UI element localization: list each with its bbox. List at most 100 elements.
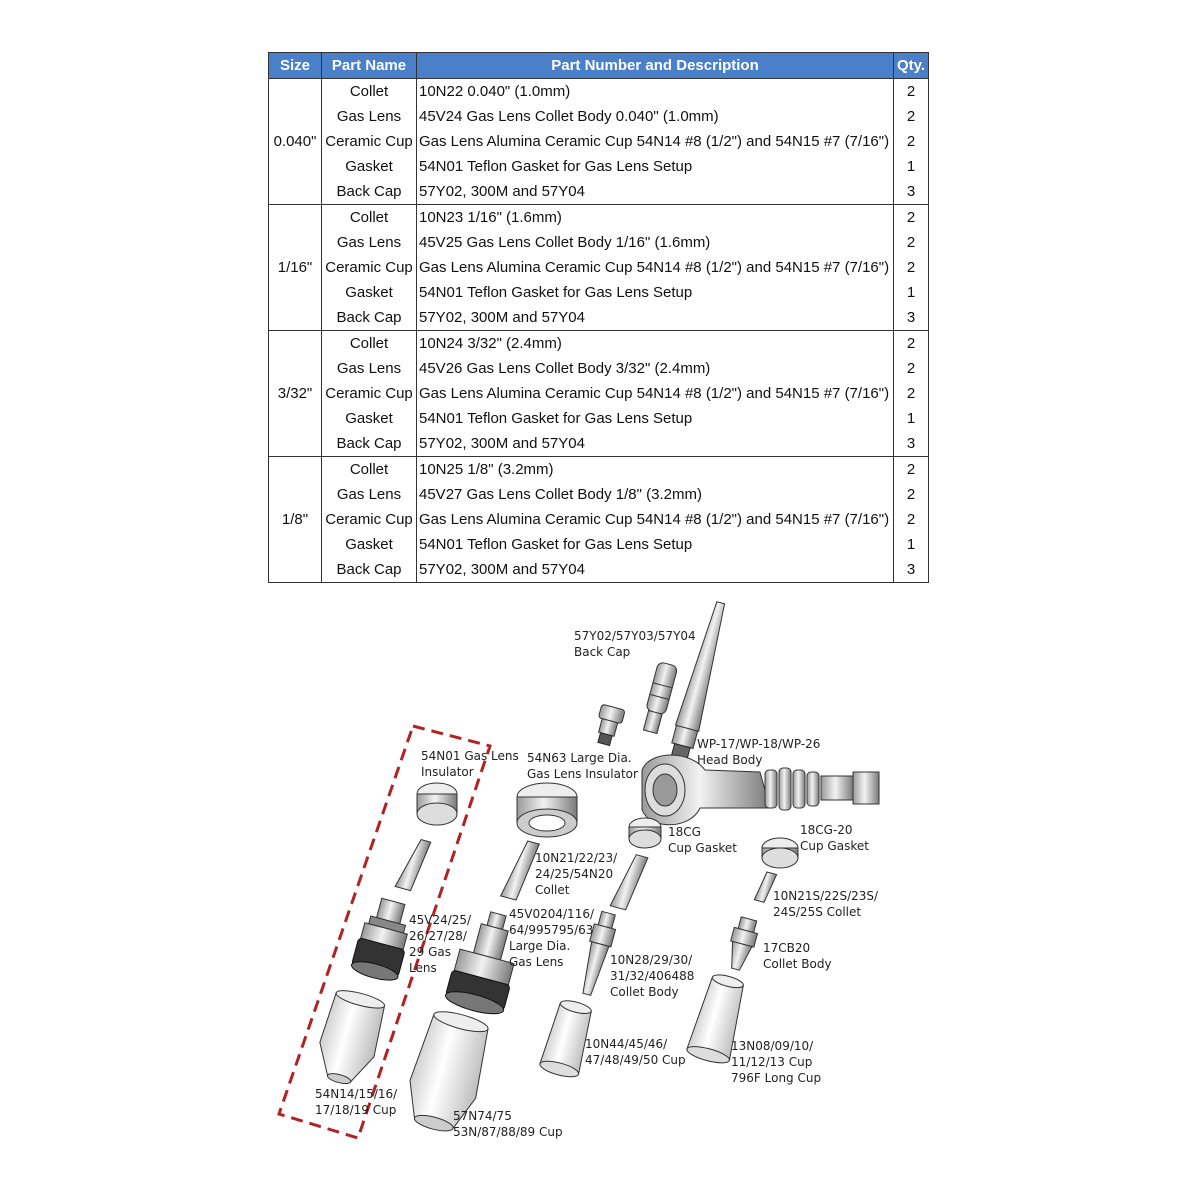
part-name-cell: Gasket [321, 154, 417, 179]
part-name-cell: Ceramic Cup [321, 381, 417, 406]
part-description-cell: Gas Lens Alumina Ceramic Cup 54N14 #8 (1… [416, 255, 894, 280]
part-description-cell: 57Y02, 300M and 57Y04 [416, 557, 894, 583]
cup-gasket-18cg20-icon [761, 837, 799, 869]
qty-cell: 2 [892, 129, 930, 154]
table-header-row: Size Part Name Part Number and Descripti… [268, 52, 930, 79]
qty-cell: 2 [892, 78, 930, 104]
gas-lens-45v24-icon [350, 897, 408, 981]
size-cell: 0.040" [268, 78, 322, 205]
qty-cell: 2 [892, 381, 930, 406]
part-description-cell: 57Y02, 300M and 57Y04 [416, 305, 894, 331]
part-description-cell: Gas Lens Alumina Ceramic Cup 54N14 #8 (1… [416, 507, 894, 532]
qty-cell: 1 [892, 532, 930, 557]
parts-table: Size Part Name Part Number and Descripti… [268, 52, 930, 583]
part-name-cell: Gas Lens [321, 482, 417, 507]
part-name-cell: Collet [321, 204, 417, 230]
part-name-cell: Back Cap [321, 305, 417, 331]
part-description-cell: 10N22 0.040" (1.0mm) [416, 78, 894, 104]
part-description-cell: Gas Lens Alumina Ceramic Cup 54N14 #8 (1… [416, 129, 894, 154]
part-description-cell: 57Y02, 300M and 57Y04 [416, 431, 894, 457]
part-description-cell: 45V25 Gas Lens Collet Body 1/16" (1.6mm) [416, 230, 894, 255]
part-description-cell: 54N01 Teflon Gasket for Gas Lens Setup [416, 406, 894, 431]
label-large-dia-insulator: 54N63 Large Dia.Gas Lens Insulator [527, 751, 638, 781]
qty-cell: 2 [892, 104, 930, 129]
label-cup-54n14: 54N14/15/16/17/18/19 Cup [315, 1087, 398, 1117]
part-name-cell: Back Cap [321, 431, 417, 457]
cup-13n08-icon [686, 974, 744, 1064]
part-name-cell: Back Cap [321, 179, 417, 205]
part-description-cell: 45V26 Gas Lens Collet Body 3/32" (2.4mm) [416, 356, 894, 381]
qty-cell: 1 [892, 154, 930, 179]
gas-lens-insulator-icon [416, 782, 458, 826]
qty-cell: 3 [892, 557, 930, 583]
part-name-cell: Gas Lens [321, 356, 417, 381]
qty-cell: 3 [892, 305, 930, 331]
header-part-name: Part Name [321, 52, 417, 79]
collet-center-icon [609, 854, 649, 911]
collet-body-17cb20-icon [730, 916, 759, 971]
collet-10n21s-icon [753, 871, 778, 903]
qty-cell: 3 [892, 179, 930, 205]
cup-54n14-icon [319, 990, 386, 1085]
qty-cell: 2 [892, 230, 930, 255]
collet-10n21-icon [499, 840, 541, 901]
part-description-cell: 54N01 Teflon Gasket for Gas Lens Setup [416, 154, 894, 179]
part-name-cell: Gasket [321, 280, 417, 305]
part-description-cell: 45V27 Gas Lens Collet Body 1/8" (3.2mm) [416, 482, 894, 507]
qty-cell: 1 [892, 280, 930, 305]
part-name-cell: Collet [321, 456, 417, 482]
header-qty: Qty. [892, 52, 930, 79]
head-body-icon [641, 754, 880, 826]
cup-gasket-18cg-icon [628, 817, 662, 849]
qty-cell: 2 [892, 482, 930, 507]
label-cup-10n44: 10N44/45/46/47/48/49/50 Cup [585, 1037, 686, 1067]
qty-cell: 2 [892, 330, 930, 356]
part-name-cell: Collet [321, 330, 417, 356]
part-description-cell: 57Y02, 300M and 57Y04 [416, 179, 894, 205]
part-name-cell: Gas Lens [321, 104, 417, 129]
part-description-cell: Gas Lens Alumina Ceramic Cup 54N14 #8 (1… [416, 381, 894, 406]
label-collet-10n21s: 10N21S/22S/23S/24S/25S Collet [773, 889, 879, 919]
cup-57n74-icon [409, 1011, 489, 1132]
part-name-cell: Collet [321, 78, 417, 104]
header-part-number: Part Number and Description [416, 52, 894, 79]
part-name-cell: Ceramic Cup [321, 255, 417, 280]
part-description-cell: 54N01 Teflon Gasket for Gas Lens Setup [416, 280, 894, 305]
qty-cell: 2 [892, 456, 930, 482]
qty-cell: 2 [892, 356, 930, 381]
part-description-cell: 10N25 1/8" (3.2mm) [416, 456, 894, 482]
part-description-cell: 10N24 3/32" (2.4mm) [416, 330, 894, 356]
collet-body-10n28-icon [582, 910, 617, 996]
part-name-cell: Gas Lens [321, 230, 417, 255]
